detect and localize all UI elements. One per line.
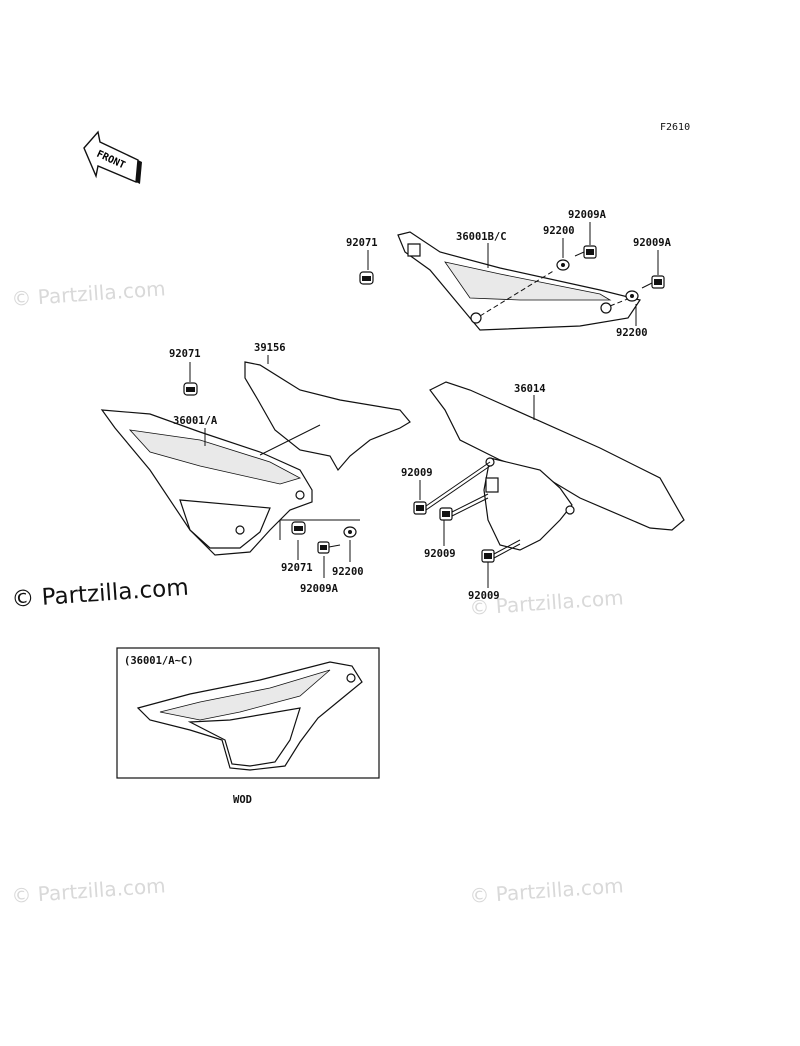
watermark: © Partzilla.com — [11, 873, 167, 908]
label-36001bc: 36001B/C — [456, 231, 507, 243]
bolt-92009-1 — [413, 461, 491, 515]
label-92009-1: 92009 — [401, 467, 433, 479]
washer-92200-top — [556, 259, 570, 271]
label-92200-top2: 92200 — [616, 327, 648, 339]
watermark: © Partzilla.com — [11, 276, 167, 311]
inset-caption: WOD — [233, 794, 252, 806]
side-cover-left — [100, 409, 313, 556]
label-92009a-bottom: 92009A — [300, 583, 339, 595]
label-92009a-top2: 92009A — [633, 237, 672, 249]
bolt-92009a-top2 — [641, 275, 665, 289]
panel-39156 — [244, 361, 411, 472]
label-36014: 36014 — [514, 383, 546, 395]
bolt-92009-3 — [481, 539, 521, 563]
grommet-92071-left — [183, 382, 198, 396]
label-92009-2: 92009 — [424, 548, 456, 560]
inset-title: (36001/A~C) — [124, 655, 194, 667]
watermark-main: © Partzilla.com — [11, 575, 190, 613]
label-92200-top: 92200 — [543, 225, 575, 237]
bolt-92009a-top1 — [574, 245, 597, 259]
label-92071-bottom: 92071 — [281, 562, 313, 574]
label-92009-3: 92009 — [468, 590, 500, 602]
grommet-92071-top — [359, 271, 374, 285]
part-labels: 92071 36001B/C 92200 92009A 92009A 92200… — [169, 209, 672, 602]
washer-92200-bottom — [343, 526, 357, 538]
label-92009a-top1: 92009A — [568, 209, 607, 221]
label-39156: 39156 — [254, 342, 286, 354]
inset-box: (36001/A~C) WOD — [116, 647, 380, 806]
bolt-92009-2 — [439, 493, 489, 521]
watermark: © Partzilla.com — [469, 873, 625, 908]
chain-cover-36014 — [429, 381, 685, 551]
side-cover-variant — [136, 661, 363, 771]
side-cover-right — [397, 231, 641, 331]
grommet-92071-bottom — [291, 521, 306, 535]
label-92071-left: 92071 — [169, 348, 201, 360]
bolt-92009a-bottom — [317, 541, 341, 554]
figure-code: F2610 — [660, 122, 690, 133]
front-arrow-icon: FRONT — [83, 130, 142, 184]
label-92200-bottom: 92200 — [332, 566, 364, 578]
label-92071-top: 92071 — [346, 237, 378, 249]
washer-92200-top2 — [625, 290, 639, 302]
watermarks: © Partzilla.com © Partzilla.com © Partzi… — [11, 276, 625, 908]
label-36001a: 36001/A — [173, 415, 218, 427]
